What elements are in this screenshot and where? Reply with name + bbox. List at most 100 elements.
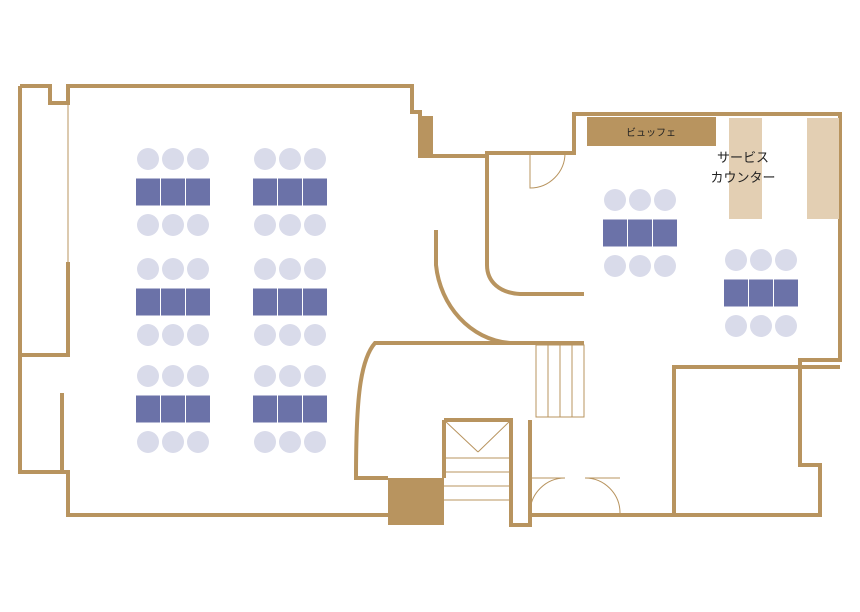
right-inner-wall (672, 365, 840, 515)
chair (304, 324, 326, 346)
table-group-6 (252, 365, 328, 453)
chair (604, 255, 626, 277)
table-cell (602, 218, 628, 248)
pillar-bottom (388, 478, 444, 525)
dining-tables (135, 148, 799, 453)
stair-curve (353, 341, 584, 480)
table-cell (135, 177, 161, 207)
table-cell (627, 218, 653, 248)
service-counter-right (807, 118, 839, 219)
table-group-8 (723, 249, 799, 337)
chair (750, 315, 772, 337)
chair (162, 324, 184, 346)
table-cell (277, 287, 303, 317)
chair (279, 365, 301, 387)
service-counter-label-line2: カウンター (710, 171, 775, 186)
table-cell (252, 394, 278, 424)
door-bottom-left-leaf (529, 477, 566, 514)
chair (137, 431, 159, 453)
chair (304, 214, 326, 236)
table-cell (160, 287, 186, 317)
table-group-2 (252, 148, 328, 236)
chair (254, 258, 276, 280)
chair (254, 365, 276, 387)
chair (254, 148, 276, 170)
chair (279, 214, 301, 236)
hall-left-wall (18, 86, 388, 517)
chair (775, 249, 797, 271)
pillar-top (419, 116, 433, 154)
table-cell (723, 278, 749, 308)
table-group-3 (135, 258, 211, 346)
chair (279, 148, 301, 170)
table-cell (773, 278, 799, 308)
table-cell (185, 394, 211, 424)
table-cell (160, 177, 186, 207)
chair (187, 258, 209, 280)
table-cell (302, 287, 328, 317)
chair (725, 315, 747, 337)
service-counter-label-line1: サービス (717, 151, 769, 166)
door-stair-double (443, 419, 512, 453)
hall-inner-left-upper (20, 262, 70, 357)
doors (443, 152, 621, 515)
chair (187, 214, 209, 236)
pillars (388, 116, 444, 525)
right-room-curve (485, 156, 584, 296)
table-group-4 (252, 258, 328, 346)
chair (279, 258, 301, 280)
chair (137, 365, 159, 387)
chair (162, 258, 184, 280)
table-cell (185, 287, 211, 317)
counters (587, 117, 839, 219)
table-cell (252, 177, 278, 207)
chair (162, 214, 184, 236)
chair (162, 148, 184, 170)
table-group-7 (602, 189, 678, 277)
chair (725, 249, 747, 271)
chair (187, 431, 209, 453)
chair (187, 365, 209, 387)
table-cell (135, 287, 161, 317)
chair (654, 255, 676, 277)
chair (187, 324, 209, 346)
chair (304, 258, 326, 280)
table-cell (185, 177, 211, 207)
table-group-1 (135, 148, 211, 236)
chair (254, 431, 276, 453)
upper-connector-wall (426, 112, 842, 517)
table-cell (302, 394, 328, 424)
table-group-5 (135, 365, 211, 453)
table-cell (652, 218, 678, 248)
chair (629, 189, 651, 211)
chair (750, 249, 772, 271)
chair (775, 315, 797, 337)
chair (162, 431, 184, 453)
chair (187, 148, 209, 170)
chair (304, 431, 326, 453)
chair (254, 324, 276, 346)
walls (18, 84, 842, 527)
chair (137, 258, 159, 280)
service-counter-left (729, 118, 762, 219)
table-cell (302, 177, 328, 207)
stair-lower (444, 420, 511, 520)
chair (304, 365, 326, 387)
table-cell (277, 177, 303, 207)
door-bottom-right-leaf (584, 477, 621, 514)
door-upper (529, 152, 566, 189)
buffet-label: ビュッフェ (626, 127, 676, 139)
chair (604, 189, 626, 211)
chair (254, 214, 276, 236)
chair (162, 365, 184, 387)
table-cell (135, 394, 161, 424)
buffet-counter (587, 117, 716, 146)
table-cell (748, 278, 774, 308)
table-cell (277, 394, 303, 424)
table-cell (252, 287, 278, 317)
chair (137, 214, 159, 236)
chair (137, 324, 159, 346)
chair (629, 255, 651, 277)
chair (137, 148, 159, 170)
